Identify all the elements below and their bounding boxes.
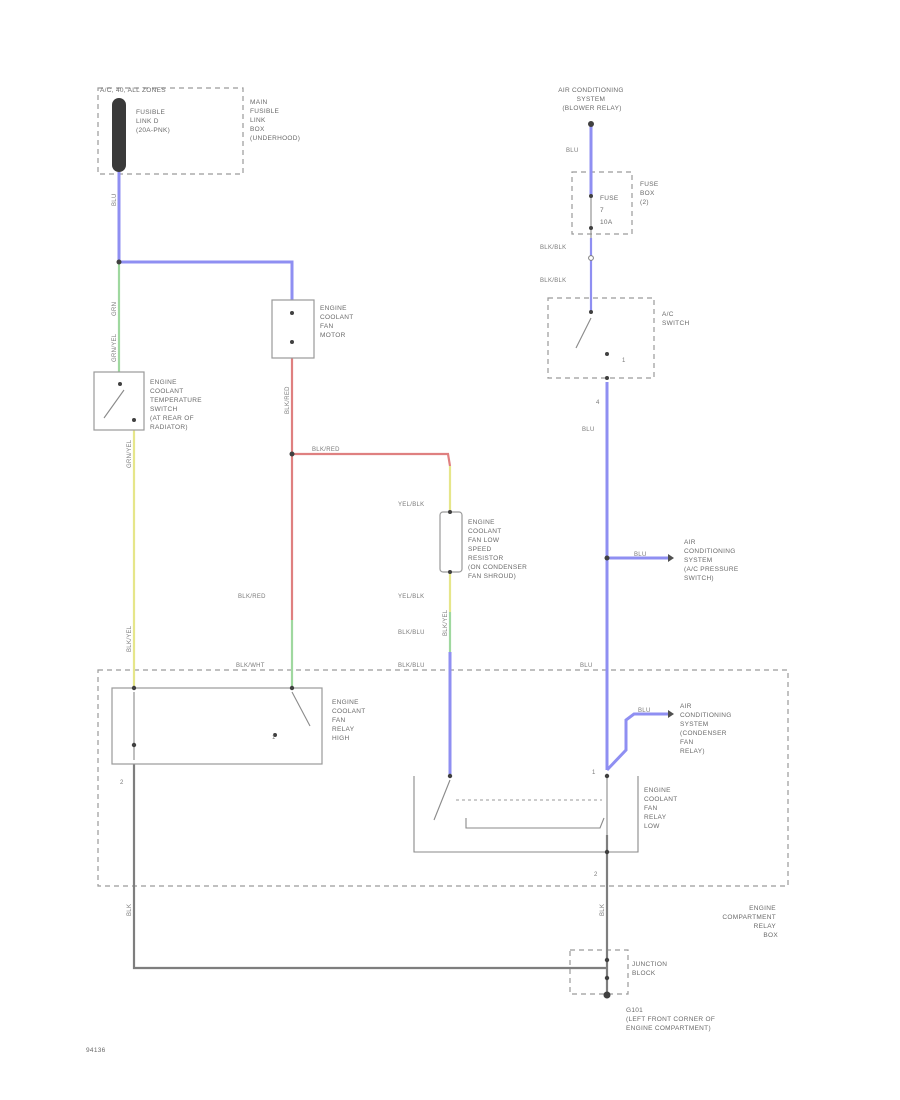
wire-label-blu-relay: BLU bbox=[580, 663, 593, 669]
wire-label-blu-condenser: BLU bbox=[638, 708, 651, 714]
wire-label-blk-left-gnd: BLK bbox=[127, 904, 133, 916]
wire-blu-main bbox=[117, 172, 294, 300]
pin-ac-switch-inner: 1 bbox=[622, 358, 626, 364]
junction-block-label: JUNCTION BLOCK bbox=[632, 961, 669, 977]
wire-label-grn: GRN bbox=[112, 302, 118, 316]
wire-label-grn-upper: GRN/YEL bbox=[112, 333, 118, 362]
relay-box-label: ENGINE COMPARTMENT RELAY BOX bbox=[722, 905, 778, 939]
condenser-arrow bbox=[668, 710, 674, 718]
ac-switch-blade bbox=[575, 317, 592, 349]
main-fusible-box-outline bbox=[97, 87, 244, 175]
wire-label-blk-blk-2: BLK/BLK bbox=[540, 278, 566, 284]
temp-switch-label: ENGINE COOLANT TEMPERATURE SWITCH (AT RE… bbox=[150, 379, 204, 431]
wire-label-yel-blk-lower: YEL/BLK bbox=[398, 594, 424, 600]
relay-low-switch bbox=[433, 779, 451, 821]
wire-label-blk-red-left: BLK/RED bbox=[238, 594, 266, 600]
wire-label-blk-wht-upper: BLK/WHT bbox=[236, 663, 265, 669]
relay-high-node-3 bbox=[131, 742, 137, 748]
resistor-terminal-bottom bbox=[448, 570, 452, 574]
ac-pressure-label: AIR CONDITIONING SYSTEM (A/C PRESSURE SW… bbox=[684, 539, 741, 582]
temp-switch-contact-2 bbox=[132, 418, 136, 422]
ground-symbol bbox=[603, 991, 611, 999]
wire-label-blk-red-horiz: BLK/RED bbox=[312, 447, 340, 453]
fan-motor-label: ENGINE COOLANT FAN MOTOR bbox=[320, 305, 356, 339]
junction-node-1 bbox=[604, 957, 610, 963]
relay-box-outline bbox=[97, 669, 789, 887]
wire-label-blk-yel-lower: BLK/YEL bbox=[443, 609, 449, 636]
ac-switch-node-1 bbox=[589, 310, 593, 314]
wire-label-blu-fusible: BLU bbox=[112, 193, 118, 206]
fan-motor-terminal-2 bbox=[290, 340, 294, 344]
wire-label-grn-yel: GRN/YEL bbox=[127, 439, 133, 468]
junction-block-outline bbox=[569, 949, 629, 995]
relay-low-box bbox=[413, 776, 639, 853]
diagram-code: 94136 bbox=[86, 1047, 106, 1054]
fuse-terminal-top bbox=[589, 194, 593, 198]
relay-high-node-4 bbox=[273, 733, 277, 737]
splice-pressure bbox=[604, 555, 610, 561]
pin-relay-low-2: 2 bbox=[594, 872, 598, 878]
ground-label: G101 (LEFT FRONT CORNER OF ENGINE COMPAR… bbox=[626, 1007, 717, 1032]
ac-switch-node-3 bbox=[605, 376, 609, 380]
temp-switch-blade bbox=[103, 389, 125, 419]
wire-label-blu-switch: BLU bbox=[582, 427, 595, 433]
wire-label-blu-pressure: BLU bbox=[634, 552, 647, 558]
relay-low-label: ENGINE COOLANT FAN RELAY LOW bbox=[644, 787, 680, 830]
wire-label-blk-right-gnd: BLK bbox=[600, 904, 606, 916]
wire-label-blu-top: BLU bbox=[566, 148, 579, 154]
relay-low-node-3 bbox=[604, 849, 610, 855]
ac-switch-label: A/C SWITCH bbox=[662, 311, 689, 327]
relay-high-node-2 bbox=[289, 685, 295, 691]
wire-label-blk-blu-low: BLK/BLU bbox=[398, 663, 425, 669]
fusible-link bbox=[112, 98, 126, 172]
wire-blk-left-ground bbox=[132, 745, 608, 970]
relay-low-node-1 bbox=[447, 773, 453, 779]
temp-switch-contact bbox=[118, 382, 122, 386]
pin-relay-low: 1 bbox=[592, 770, 596, 776]
wire-label-blk-red-motor: BLK/RED bbox=[285, 386, 291, 414]
pin-relay-high-inner: 1 bbox=[272, 735, 276, 741]
coolant-fan-motor-box bbox=[271, 299, 315, 359]
fuse-internal-label: FUSE 7 10A bbox=[600, 195, 621, 226]
wire-label-yel-blk-upper: YEL/BLK bbox=[398, 502, 424, 508]
connector-dot-1 bbox=[588, 255, 594, 261]
wire-label-blk-yel: BLK/YEL bbox=[127, 625, 133, 652]
junction-node-2 bbox=[604, 975, 610, 981]
temp-switch-box bbox=[93, 371, 145, 431]
fuse-group-title: A/C, 40, ALL ZONES bbox=[100, 87, 166, 94]
fuse-box-label: FUSE BOX (2) bbox=[640, 181, 661, 206]
pin-ac-switch: 4 bbox=[596, 400, 600, 406]
wire-blu-condenser bbox=[605, 712, 668, 772]
resistor-terminal-top bbox=[448, 510, 452, 514]
ac-switch-node-2 bbox=[605, 352, 609, 356]
wire-blk-red-horizontal bbox=[292, 452, 452, 467]
relay-low-node-2 bbox=[604, 773, 610, 779]
splice-red bbox=[289, 451, 295, 457]
pressure-arrow bbox=[668, 554, 674, 562]
relay-high-switch bbox=[291, 691, 311, 727]
wire-label-blk-blu: BLK/BLU bbox=[398, 630, 425, 636]
relay-high-node-1 bbox=[131, 685, 137, 691]
splice-top-left bbox=[116, 259, 122, 265]
relay-high-box bbox=[111, 687, 323, 765]
ac-condenser-relay-label: AIR CONDITIONING SYSTEM (CONDENSER FAN R… bbox=[680, 703, 734, 755]
splice-ac-top bbox=[588, 121, 594, 127]
relay-high-label: ENGINE COOLANT FAN RELAY HIGH bbox=[332, 699, 368, 742]
ac-system-top-label: AIR CONDITIONING SYSTEM (BLOWER RELAY) bbox=[558, 87, 626, 112]
pin-relay-high: 2 bbox=[120, 780, 124, 786]
fuse-box-outline bbox=[571, 171, 633, 235]
fusible-link-label: FUSIBLE LINK D (20A-PNK) bbox=[136, 109, 170, 134]
fan-motor-terminal bbox=[290, 311, 294, 315]
ac-switch-outline bbox=[547, 297, 655, 379]
fuse-terminal-bottom bbox=[589, 226, 593, 230]
relay-low-return bbox=[465, 817, 605, 829]
wire-label-blk-blk-1: BLK/BLK bbox=[540, 245, 566, 251]
resistor-box bbox=[439, 511, 463, 573]
resistor-label: ENGINE COOLANT FAN LOW SPEED RESISTOR (O… bbox=[468, 519, 529, 580]
main-fusible-box-label: MAIN FUSIBLE LINK BOX (UNDERHOOD) bbox=[250, 99, 300, 142]
